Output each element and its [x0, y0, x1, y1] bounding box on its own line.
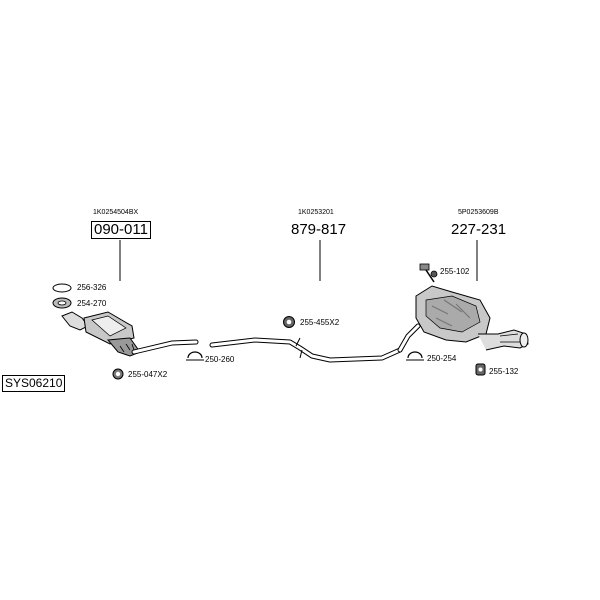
fitting-label-254-270[interactable]: 254-270 — [77, 299, 107, 308]
rubber-mount-255-132-icon[interactable] — [475, 363, 486, 376]
fitting-label-255-455x2[interactable]: 255-455X2 — [300, 318, 340, 327]
fitting-label-250-254[interactable]: 250-254 — [427, 354, 457, 363]
fitting-label-256-326[interactable]: 256-326 — [77, 283, 107, 292]
part-number-rear-silencer[interactable]: 227-231 — [451, 221, 507, 238]
rear-silencer-icon[interactable] — [397, 285, 529, 353]
seal-icon[interactable] — [52, 297, 72, 309]
system-code-badge: SYS06210 — [2, 375, 66, 392]
part-number-catalytic-converter[interactable]: 090-011 — [91, 221, 151, 239]
fitting-label-255-102[interactable]: 255-102 — [440, 267, 470, 276]
gasket-ring-icon[interactable] — [52, 283, 72, 293]
clamp-250-254-icon[interactable] — [406, 351, 424, 361]
fitting-label-255-132[interactable]: 255-132 — [489, 367, 519, 376]
fitting-label-255-047x2[interactable]: 255-047X2 — [128, 370, 168, 379]
pipe-clamp-icon[interactable] — [186, 351, 204, 361]
hanger-icon[interactable] — [419, 263, 438, 283]
catalytic-converter-icon[interactable] — [61, 311, 141, 357]
fitting-label-250-260[interactable]: 250-260 — [205, 355, 235, 364]
oem-number-catalytic-converter: 1K0254504BX — [93, 209, 139, 216]
oem-number-middle-pipe: 1K0253201 — [298, 209, 334, 216]
rubber-mount-icon[interactable] — [283, 316, 295, 328]
oem-number-rear-silencer: 5P0253609B — [458, 209, 499, 216]
part-number-middle-pipe[interactable]: 879-817 — [291, 221, 347, 238]
clamp-icon[interactable] — [112, 368, 124, 380]
